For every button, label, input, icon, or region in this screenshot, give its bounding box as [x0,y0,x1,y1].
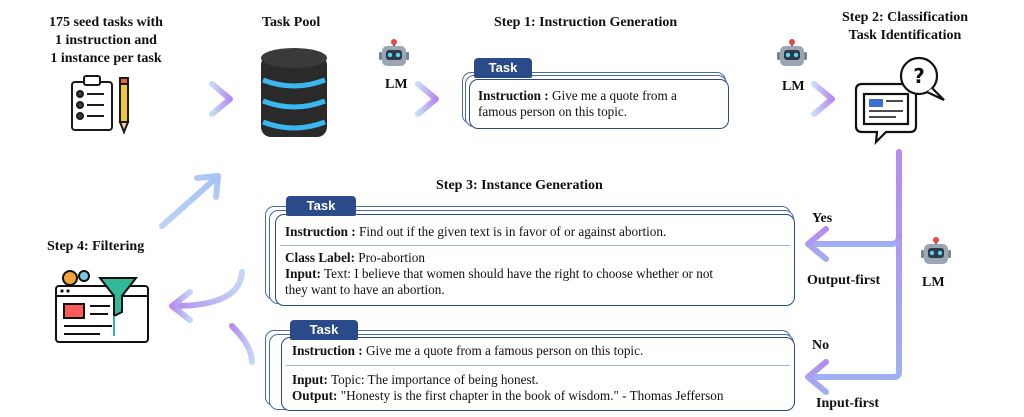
seed-line-2: 1 instruction and [55,33,157,48]
seed-line-1: 175 seed tasks with [49,15,163,30]
classification-icon: ? [854,56,945,145]
arrow-seed-to-pool [149,81,233,117]
step3-lm-label: LM [922,275,945,290]
card-b-instruction-text: Give me a quote from a famous person on … [366,343,644,358]
arrow-filter-to-pool [159,173,221,229]
filter-icon [55,270,149,343]
card-b-input-text: Topic: The importance of being honest. [330,372,539,387]
svg-text:?: ? [913,64,925,88]
step2-title-line-2: Task Identification [848,28,962,43]
seed-tasks-label: 175 seed tasks with 1 instruction and 1 … [20,14,192,68]
step4-title: Step 4: Filtering [47,239,145,254]
card-b-output-line: Output: "Honesty is the first chapter in… [292,388,724,404]
card-a-class-line: Class Label: Pro-abortion [285,250,425,266]
step1-instruction-line: Instruction : Give me a quote from a [478,88,677,104]
step1-instruction-label: Instruction : [478,88,549,103]
seed-line-3: 1 instance per task [50,51,162,66]
card-a-input-label: Input: [285,266,321,281]
step2-lm-label: LM [782,79,805,94]
arrow-pool-to-step1 [355,81,439,117]
no-label: No [812,338,830,353]
arrow-step1-to-step2 [753,81,835,117]
card-b-instruction-label: Instruction : [292,343,363,358]
yes-label: Yes [812,211,833,226]
card-b-instruction-line: Instruction : Give me a quote from a fam… [292,343,643,359]
card-a-instruction-text: Find out if the given text is in favor o… [359,224,667,239]
card-a-task-tab: Task [286,196,356,216]
step3-title: Step 3: Instance Generation [436,178,603,193]
robot-icon [379,39,409,66]
output-first-label: Output-first [807,273,881,288]
robot-icon [921,237,951,264]
card-b-divider [286,365,790,366]
step1-task-card: Instruction : Give me a quote from a fam… [469,79,729,129]
step3-card-input-first: Instruction : Give me a quote from a fam… [281,337,795,411]
card-b-output-text: "Honesty is the first chapter in the boo… [340,388,724,403]
checklist-icon [71,75,130,135]
card-b-input-line: Input: Topic: The importance of being ho… [292,372,539,388]
step2-title-line-1: Step 2: Classification [842,10,968,25]
card-b-input-label: Input: [292,372,328,387]
card-a-input-line: Input: Text: I believe that women should… [285,266,713,282]
input-first-label: Input-first [816,396,880,411]
step1-title: Step 1: Instruction Generation [494,15,678,30]
card-a-input-text-2: they want to have an abortion. [285,282,445,297]
card-a-class-label: Class Label: [285,250,355,265]
step2-title: Step 2: Classification Task Identificati… [830,9,980,45]
step1-lm-label: LM [385,77,408,92]
robot-icon [777,39,807,66]
card-b-task-tab: Task [290,320,358,340]
arrow-step2-branches [805,149,902,395]
card-a-class-value: Pro-abortion [358,250,425,265]
card-a-instruction-label: Instruction : [285,224,356,239]
task-pool-title: Task Pool [262,15,321,30]
arrow-instances-to-filter [169,269,255,365]
card-a-instruction-line: Instruction : Find out if the given text… [285,224,666,240]
step1-instruction-text-1: Give me a quote from a [552,88,677,103]
card-b-output-label: Output: [292,388,338,403]
step1-instruction-text-2: famous person on this topic. [478,104,628,119]
step3-card-output-first: Instruction : Find out if the given text… [275,214,795,306]
database-icon [261,48,327,137]
card-a-divider [280,245,790,246]
card-a-input-text-1: Text: I believe that women should have t… [323,266,714,281]
step1-task-tab: Task [474,58,532,78]
